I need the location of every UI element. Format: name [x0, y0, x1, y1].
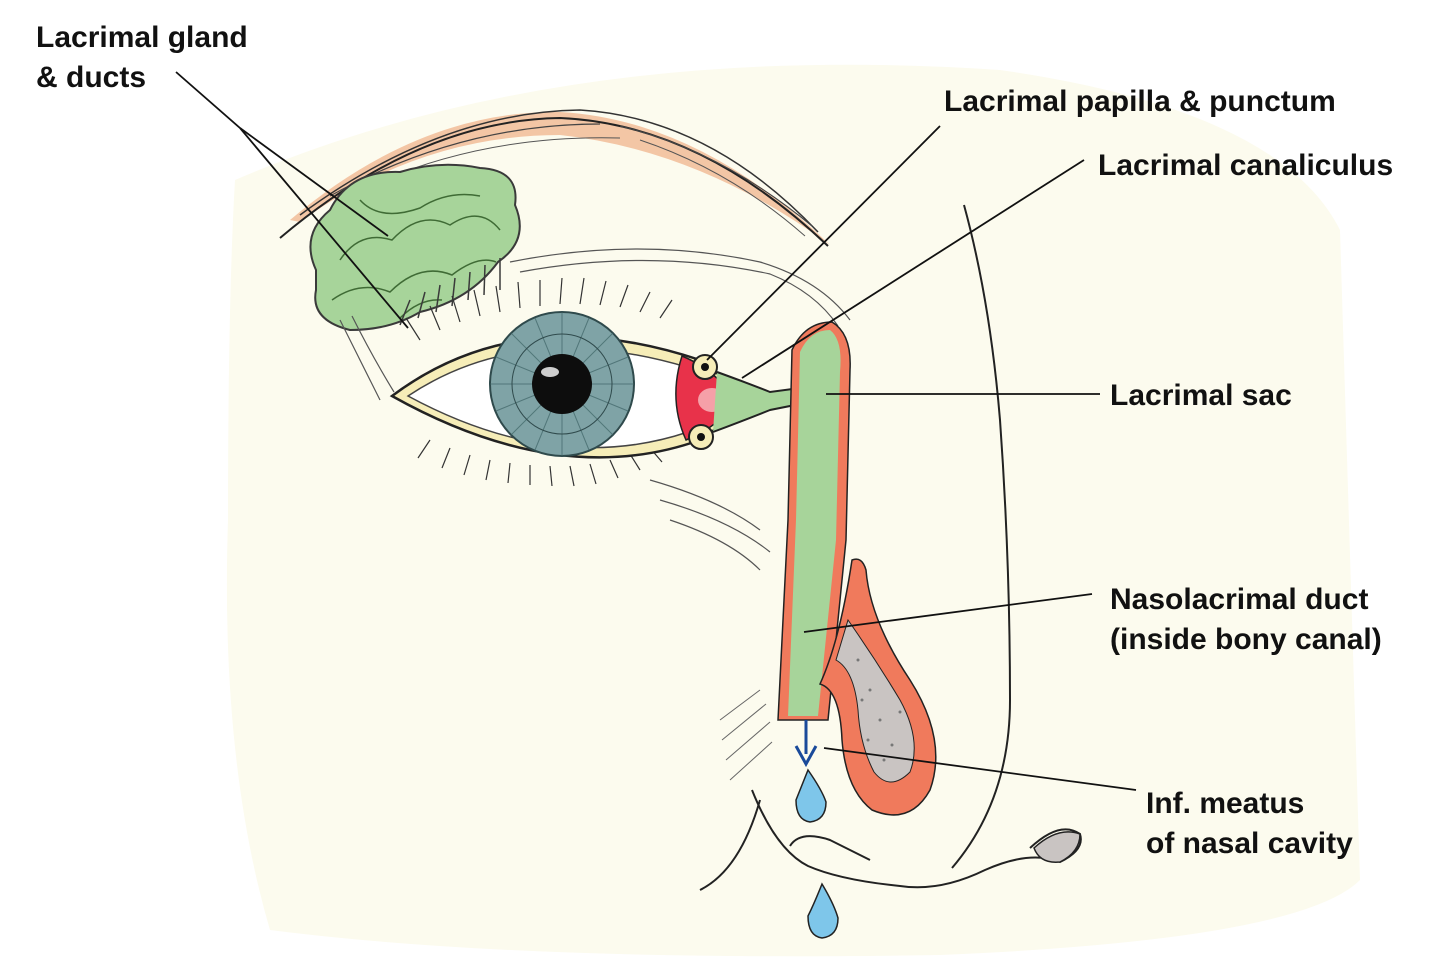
tear-drop-icon [807, 882, 839, 939]
lacrimal-puncta [688, 354, 718, 450]
nasolacrimal-system [777, 321, 851, 721]
leader-meatus [823, 747, 1137, 791]
shading-lines [719, 689, 773, 781]
duct-lumen [788, 330, 841, 716]
leader-papilla [706, 125, 941, 361]
label-line: & ducts [36, 61, 147, 94]
leader-gland [175, 71, 241, 129]
label-line: of nasal cavity [1146, 827, 1353, 860]
eye-icon [389, 311, 737, 459]
leader-lines [175, 71, 1137, 791]
leader-duct [803, 593, 1093, 633]
label-line: Nasolacrimal duct [1110, 583, 1369, 616]
arrow-down-icon [794, 720, 818, 768]
eyelid-creases [339, 248, 851, 571]
label-line: Inf. meatus [1146, 787, 1305, 820]
label-lacrimal-papilla: Lacrimal papilla & punctum [944, 85, 1336, 118]
label-lacrimal-canaliculus: Lacrimal canaliculus [1098, 149, 1394, 182]
label-lacrimal-gland: Lacrimal gland & ducts [36, 18, 248, 98]
label-line: Lacrimal gland [36, 21, 248, 54]
pupil [532, 354, 592, 414]
label-lacrimal-sac: Lacrimal sac [1110, 379, 1292, 412]
label-nasolacrimal-duct: Nasolacrimal duct (inside bony canal) [1110, 580, 1382, 660]
leader-canaliculus [741, 159, 1085, 379]
label-line: (inside bony canal) [1110, 623, 1382, 656]
tear-drop-icon [795, 768, 827, 823]
nostril [1033, 831, 1081, 863]
label-inferior-meatus: Inf. meatus of nasal cavity [1146, 784, 1353, 864]
lacrimal-gland [309, 163, 521, 332]
eyelashes [405, 277, 673, 487]
